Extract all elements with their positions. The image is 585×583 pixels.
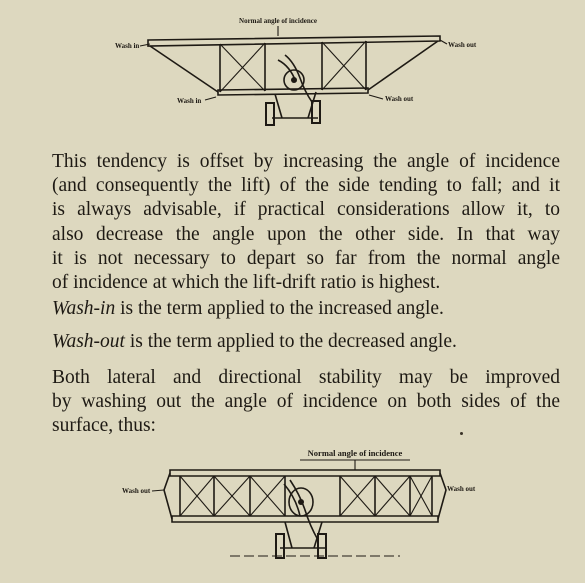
wash-out-both-sides-diagram: Normal angle of incidence — [122, 448, 476, 559]
paragraph-line: is always advisable, if practical consid… — [52, 199, 560, 221]
label-wash-in-bottom-left: Wash in — [177, 97, 201, 105]
ink-speck — [460, 432, 463, 435]
paragraph-line: surface, thus: — [52, 415, 156, 437]
definition-text: is the term applied to the decreased ang… — [124, 331, 457, 352]
paragraph-offset-tendency: This tendency is offset by increasing th… — [52, 150, 560, 295]
label-wash-out-left: Wash out — [122, 487, 151, 495]
label-wash-out-top-right: Wash out — [448, 41, 477, 49]
paragraph-line: also decrease the angle upon the other s… — [52, 223, 560, 245]
label-wash-in-top-left: Wash in — [115, 42, 139, 50]
paragraph-stability: Both lateral and directional stability m… — [52, 366, 560, 439]
paragraph-line: This tendency is offset by increasing th… — [52, 151, 560, 172]
paragraph-line: it is not necessary to depart so far fro… — [52, 247, 560, 269]
label-wash-out-right: Wash out — [447, 485, 476, 493]
paragraph-line: (and consequently the lift) of the side … — [52, 175, 560, 197]
definition-text: is the term applied to the increased ang… — [115, 298, 444, 319]
wash-in-wash-out-diagram: Normal angle of incidence Wash in Was — [115, 17, 477, 126]
paragraph-wash-out-definition: Wash-out is the term applied to the decr… — [52, 330, 560, 354]
paragraph-wash-in-definition: Wash-in is the term applied to the incre… — [52, 297, 560, 321]
paragraph-line: by washing out the angle of incidence on… — [52, 391, 560, 413]
label-wash-out-bottom-right: Wash out — [385, 95, 414, 103]
figure-top-title: Normal angle of incidence — [239, 17, 317, 25]
figure-bottom-title: Normal angle of incidence — [308, 448, 403, 458]
paragraph-line: of incidence at which the lift-drift rat… — [52, 272, 441, 294]
term-wash-out: Wash-out — [52, 331, 125, 352]
term-wash-in: Wash-in — [52, 298, 116, 319]
paragraph-line: Both lateral and directional stability m… — [52, 367, 560, 388]
